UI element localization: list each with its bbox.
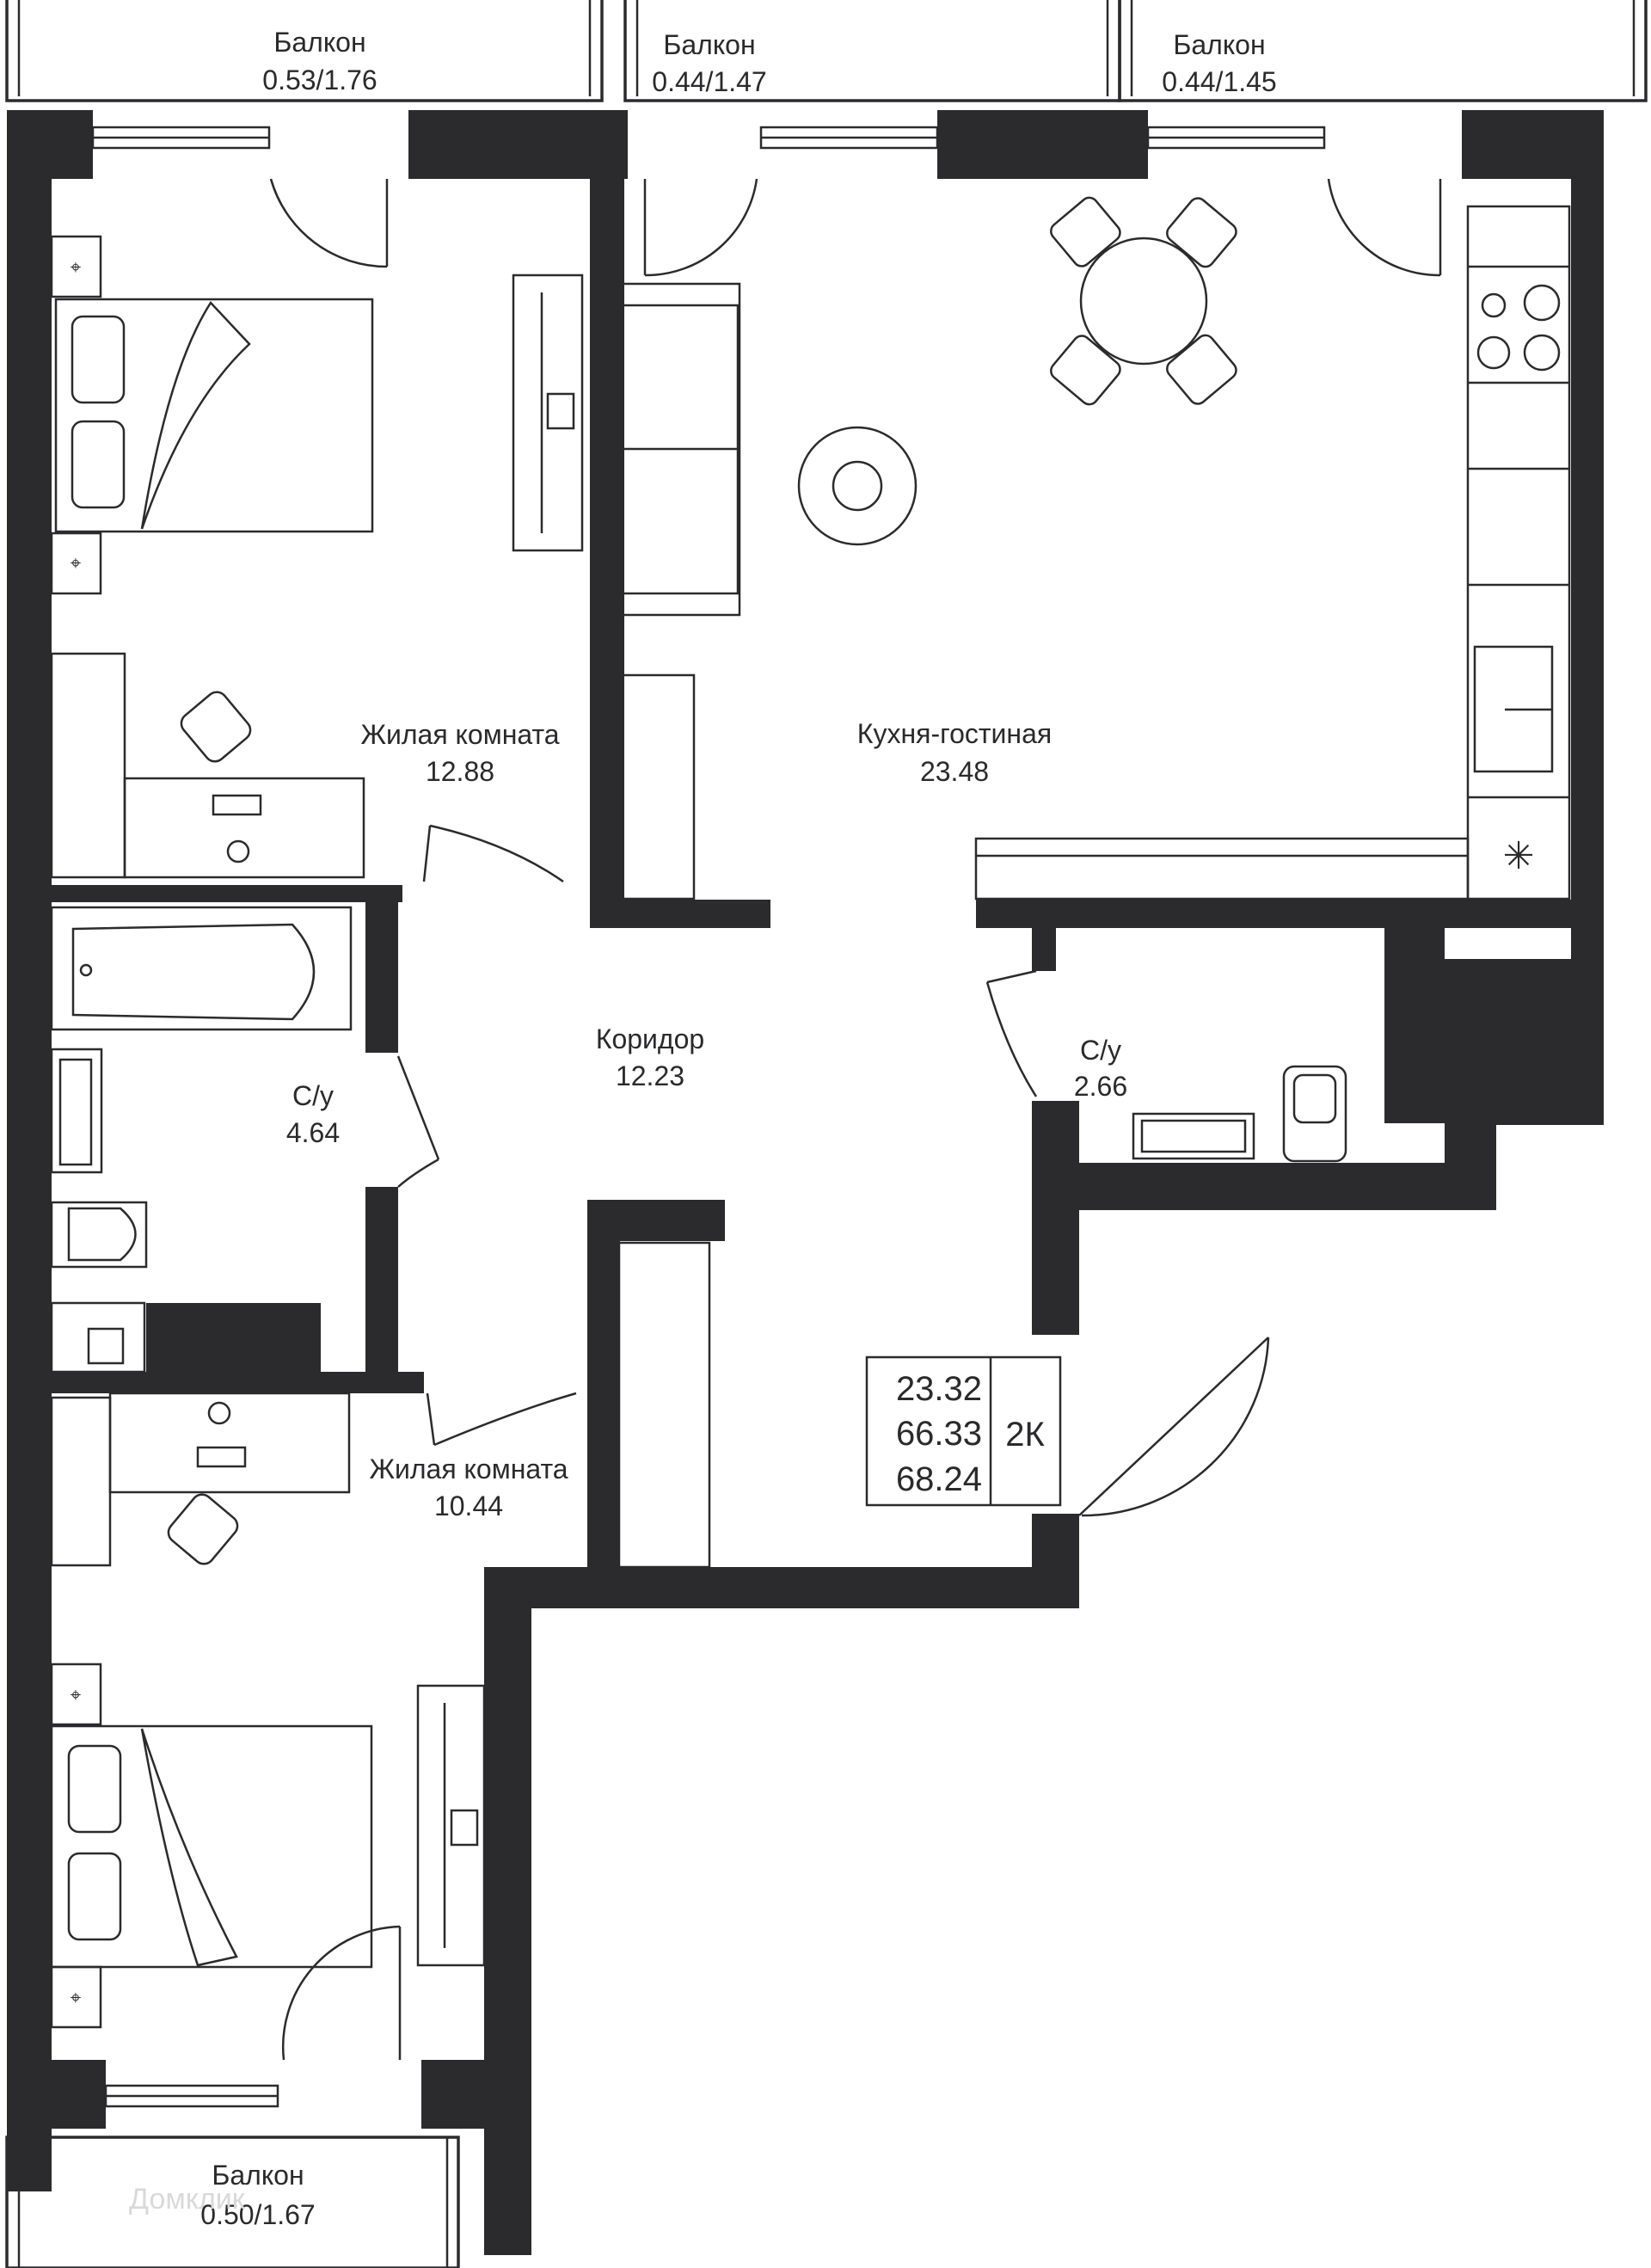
balcony-4-area: 0.50/1.67: [200, 2199, 315, 2230]
balcony-1-name: Балкон: [273, 27, 365, 58]
furniture: ⌖ ⌖: [50, 196, 1571, 2029]
svg-text:✳: ✳: [1503, 835, 1535, 877]
room-living-2-area: 10.44: [434, 1490, 503, 1521]
room-living-1-name: Жилая комната: [360, 719, 559, 750]
room-living-1-area: 12.88: [426, 756, 494, 787]
balcony-1-area: 0.53/1.76: [262, 65, 377, 95]
windows: [91, 126, 1326, 2108]
balcony-3-name: Балкон: [1173, 29, 1265, 60]
labels: Балкон 0.53/1.76 Балкон 0.44/1.47 Балкон…: [129, 27, 1277, 2230]
walls: [7, 110, 1604, 2255]
room-corridor-area: 12.23: [616, 1060, 684, 1091]
doors: [269, 178, 1442, 2061]
summary-box: [865, 1355, 1062, 1507]
room-kitchen-area: 23.48: [920, 756, 989, 787]
room-corridor-name: Коридор: [596, 1023, 704, 1054]
room-bath-1-area: 4.64: [286, 1117, 340, 1148]
room-bath-2-area: 2.66: [1074, 1071, 1127, 1102]
svg-text:⌖: ⌖: [71, 256, 81, 278]
balcony-outline-bottom: [5, 2136, 460, 2268]
summary-total-balconies: 68.24: [896, 1460, 982, 1498]
summary-total-area: 66.33: [896, 1415, 982, 1453]
room-living-2-name: Жилая комната: [369, 1454, 568, 1484]
summary-type: 2К: [1005, 1416, 1045, 1454]
room-bath-1-name: С/у: [292, 1080, 334, 1111]
room-kitchen-name: Кухня-гостиная: [857, 718, 1052, 749]
room-bath-2-name: С/у: [1080, 1035, 1121, 1066]
balcony-3-area: 0.44/1.45: [1162, 66, 1276, 97]
watermark-text: Домклик: [129, 2183, 246, 2216]
svg-text:⌖: ⌖: [71, 552, 81, 574]
balcony-4-name: Балкон: [212, 2160, 304, 2191]
summary-living-area: 23.32: [896, 1370, 982, 1408]
balcony-2-name: Балкон: [663, 29, 755, 60]
svg-text:⌖: ⌖: [71, 1987, 81, 2008]
balcony-outlines-top: [5, 0, 1648, 102]
svg-text:⌖: ⌖: [71, 1684, 81, 1706]
balcony-2-area: 0.44/1.47: [652, 66, 766, 97]
